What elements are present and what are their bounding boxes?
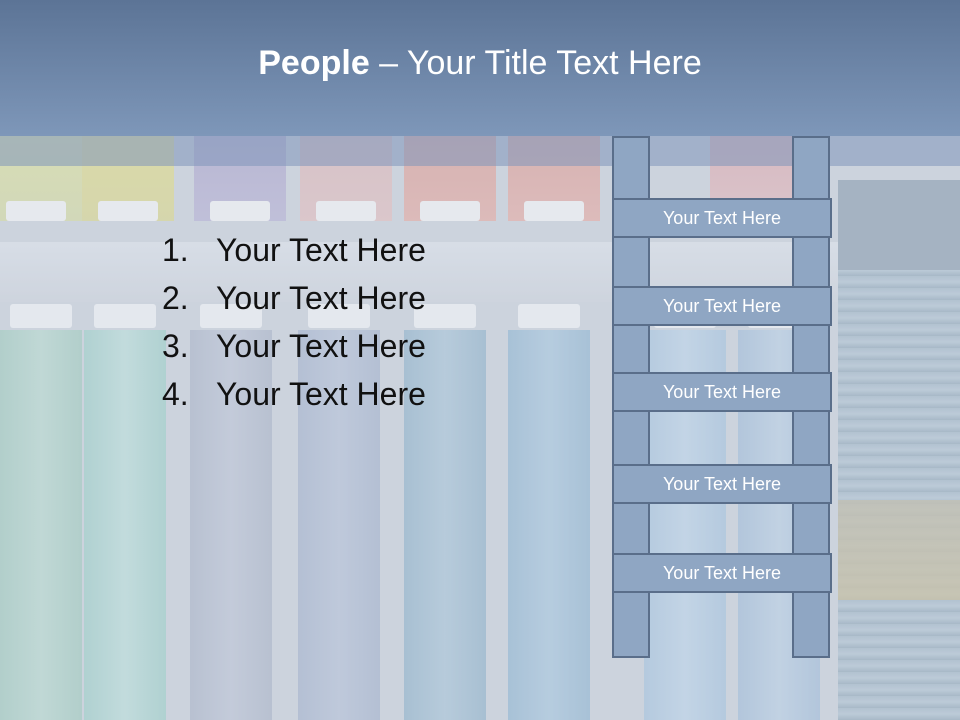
list-item-number: 2. — [162, 280, 189, 316]
slide-title-bold: People — [258, 43, 370, 82]
list-item: 3. Your Text Here — [162, 328, 426, 376]
spool-top — [194, 136, 286, 221]
spool-bottom — [0, 300, 86, 720]
spool-side — [838, 180, 960, 720]
title-bar: People – Your Title Text Here — [0, 0, 960, 136]
list-item: 1. Your Text Here — [162, 232, 426, 280]
list-item-number: 1. — [162, 232, 189, 268]
list-item-text: Your Text Here — [216, 328, 426, 364]
list-item-number: 3. — [162, 328, 189, 364]
numbered-list[interactable]: 1. Your Text Here 2. Your Text Here 3. Your… — [162, 232, 426, 424]
spool-bottom — [80, 300, 170, 720]
slide-title-rest: – Your Title Text Here — [369, 43, 702, 82]
spool-bottom — [400, 300, 490, 720]
ladder-rung[interactable]: Your Text Here — [612, 553, 832, 593]
list-item: 2. Your Text Here — [162, 280, 426, 328]
spool-bottom — [294, 300, 384, 720]
ladder-rung[interactable]: Your Text Here — [612, 464, 832, 504]
list-item-text: Your Text Here — [216, 376, 426, 412]
slide-title[interactable]: People – Your Title Text Here — [258, 44, 702, 83]
list-item-text: Your Text Here — [216, 232, 426, 268]
spool-bottom — [186, 300, 276, 720]
spool-bottom — [504, 300, 594, 720]
list-item-number: 4. — [162, 376, 189, 412]
ladder-rung[interactable]: Your Text Here — [612, 372, 832, 412]
list-item: 4. Your Text Here — [162, 376, 426, 424]
ladder-rung[interactable]: Your Text Here — [612, 286, 832, 326]
ladder-rung[interactable]: Your Text Here — [612, 198, 832, 238]
list-item-text: Your Text Here — [216, 280, 426, 316]
